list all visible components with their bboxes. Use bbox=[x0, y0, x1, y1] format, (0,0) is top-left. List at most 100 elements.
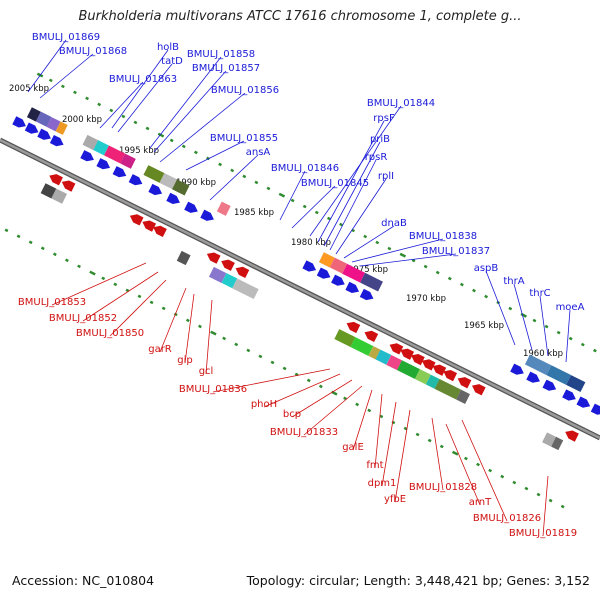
forward-gene-label: BMULJ_01855 bbox=[210, 133, 278, 144]
reverse-scale-tick bbox=[403, 426, 408, 431]
reverse-gene-label-leader bbox=[445, 423, 481, 506]
forward-gene-arrow bbox=[359, 288, 374, 301]
forward-scale-tick bbox=[520, 312, 527, 318]
reverse-gene-block bbox=[232, 278, 259, 300]
forward-gene-label-leader bbox=[153, 70, 227, 153]
forward-scale-tick bbox=[508, 306, 513, 311]
forward-gene-label: BMULJ_01856 bbox=[211, 85, 279, 96]
scale-label: 1975 kbp bbox=[348, 265, 388, 275]
reverse-scale-tick bbox=[270, 360, 275, 365]
reverse-gene-label-leader bbox=[212, 368, 331, 393]
reverse-scale-tick bbox=[427, 438, 432, 443]
reverse-gene-block bbox=[40, 183, 57, 199]
forward-gene-label-leader bbox=[351, 238, 444, 263]
forward-gene-label: dnaB bbox=[381, 218, 407, 229]
reverse-gene-arrow bbox=[61, 180, 76, 192]
reverse-scale-tick bbox=[415, 432, 420, 437]
forward-scale-tick bbox=[145, 126, 150, 131]
forward-gene-block bbox=[143, 165, 165, 183]
forward-gene-label-leader bbox=[111, 49, 169, 129]
accession-label: Accession: NC_010804 bbox=[12, 573, 155, 588]
reverse-gene-block bbox=[542, 432, 557, 447]
forward-gene-label-leader bbox=[27, 39, 67, 93]
reverse-gene-label-leader bbox=[431, 417, 444, 491]
forward-gene-block bbox=[55, 121, 68, 135]
reverse-scale-tick bbox=[52, 252, 57, 257]
forward-gene-label-leader bbox=[539, 295, 549, 357]
forward-gene-arrow bbox=[331, 274, 345, 286]
reverse-scale-tick bbox=[16, 234, 21, 239]
reverse-gene-label-leader bbox=[159, 287, 187, 353]
forward-scale-tick bbox=[447, 276, 452, 281]
forward-gene-block bbox=[159, 173, 177, 190]
reverse-gene-label: BMULJ_01833 bbox=[270, 427, 338, 438]
reverse-scale-tick bbox=[149, 300, 154, 305]
reverse-scale-tick bbox=[524, 486, 529, 491]
reverse-gene-label-leader bbox=[263, 373, 341, 408]
reverse-gene-label: BMULJ_01819 bbox=[509, 528, 577, 539]
forward-gene-block bbox=[216, 201, 231, 216]
reverse-scale-tick bbox=[464, 456, 468, 461]
backbone-highlight bbox=[0, 138, 600, 440]
forward-gene-block bbox=[26, 107, 41, 122]
forward-gene-label: BMULJ_01868 bbox=[59, 46, 127, 57]
forward-gene-block bbox=[120, 153, 136, 169]
forward-scale-tick bbox=[399, 252, 407, 258]
reverse-gene-block bbox=[51, 188, 67, 204]
forward-gene-label-leader bbox=[209, 154, 259, 201]
reverse-gene-block bbox=[221, 273, 238, 289]
forward-scale-tick bbox=[435, 270, 440, 275]
forward-gene-label: BMULJ_01845 bbox=[301, 178, 369, 189]
forward-gene-label-leader bbox=[343, 225, 395, 259]
reverse-gene-block bbox=[551, 436, 564, 451]
reverse-gene-block bbox=[350, 337, 374, 356]
forward-gene-label: BMULJ_01857 bbox=[192, 63, 260, 74]
reverse-gene-label-leader bbox=[109, 279, 167, 337]
forward-gene-block bbox=[524, 354, 552, 376]
reverse-scale-tick bbox=[258, 354, 263, 359]
scale-label: 2005 kbp bbox=[9, 84, 49, 94]
reverse-scale-tick bbox=[355, 402, 360, 407]
reverse-gene-arrow bbox=[235, 266, 250, 279]
forward-scale-tick bbox=[278, 192, 286, 198]
scale-label: 1985 kbp bbox=[234, 208, 274, 218]
reverse-gene-arrow bbox=[142, 220, 157, 232]
reverse-gene-block bbox=[397, 360, 420, 380]
reverse-gene-arrow bbox=[206, 252, 221, 264]
forward-scale-tick bbox=[593, 348, 597, 353]
reverse-gene-block bbox=[375, 349, 392, 365]
forward-gene-label: rpsF bbox=[373, 113, 395, 124]
forward-scale-tick bbox=[133, 120, 138, 125]
reverse-scale-tick bbox=[101, 276, 106, 281]
forward-gene-label: tatD bbox=[161, 56, 183, 67]
reverse-scale-tick bbox=[379, 414, 384, 419]
forward-scale-tick bbox=[48, 78, 53, 83]
reverse-gene-label: BMULJ_01826 bbox=[473, 513, 541, 524]
forward-gene-arrow bbox=[562, 389, 576, 401]
reverse-gene-label: yfbE bbox=[384, 494, 406, 505]
forward-gene-block bbox=[318, 252, 335, 268]
forward-gene-block bbox=[342, 263, 366, 283]
forward-gene-label: thrC bbox=[529, 288, 550, 299]
forward-scale-tick bbox=[157, 132, 165, 138]
reverse-gene-arrow bbox=[153, 225, 167, 238]
reverse-gene-label: garR bbox=[148, 344, 172, 355]
reverse-gene-arrow bbox=[443, 369, 458, 382]
reverse-gene-label-leader bbox=[352, 389, 373, 451]
forward-scale-tick bbox=[218, 162, 222, 167]
forward-scale-tick bbox=[314, 210, 319, 215]
reverse-gene-label: BMULJ_01853 bbox=[18, 297, 86, 308]
reverse-scale-tick bbox=[343, 396, 347, 401]
reverse-scale-tick bbox=[548, 498, 553, 503]
reverse-gene-block bbox=[456, 389, 471, 404]
forward-scale-tick bbox=[556, 330, 561, 335]
forward-gene-block bbox=[172, 179, 190, 196]
reverse-gene-label: BMULJ_01850 bbox=[76, 328, 144, 339]
reverse-gene-label: phoH bbox=[251, 399, 277, 410]
forward-gene-label: rplI bbox=[378, 171, 394, 182]
reverse-gene-label: galE bbox=[342, 442, 364, 453]
forward-gene-arrow bbox=[128, 174, 143, 186]
forward-scale-tick bbox=[169, 138, 174, 143]
forward-gene-block bbox=[360, 272, 383, 292]
